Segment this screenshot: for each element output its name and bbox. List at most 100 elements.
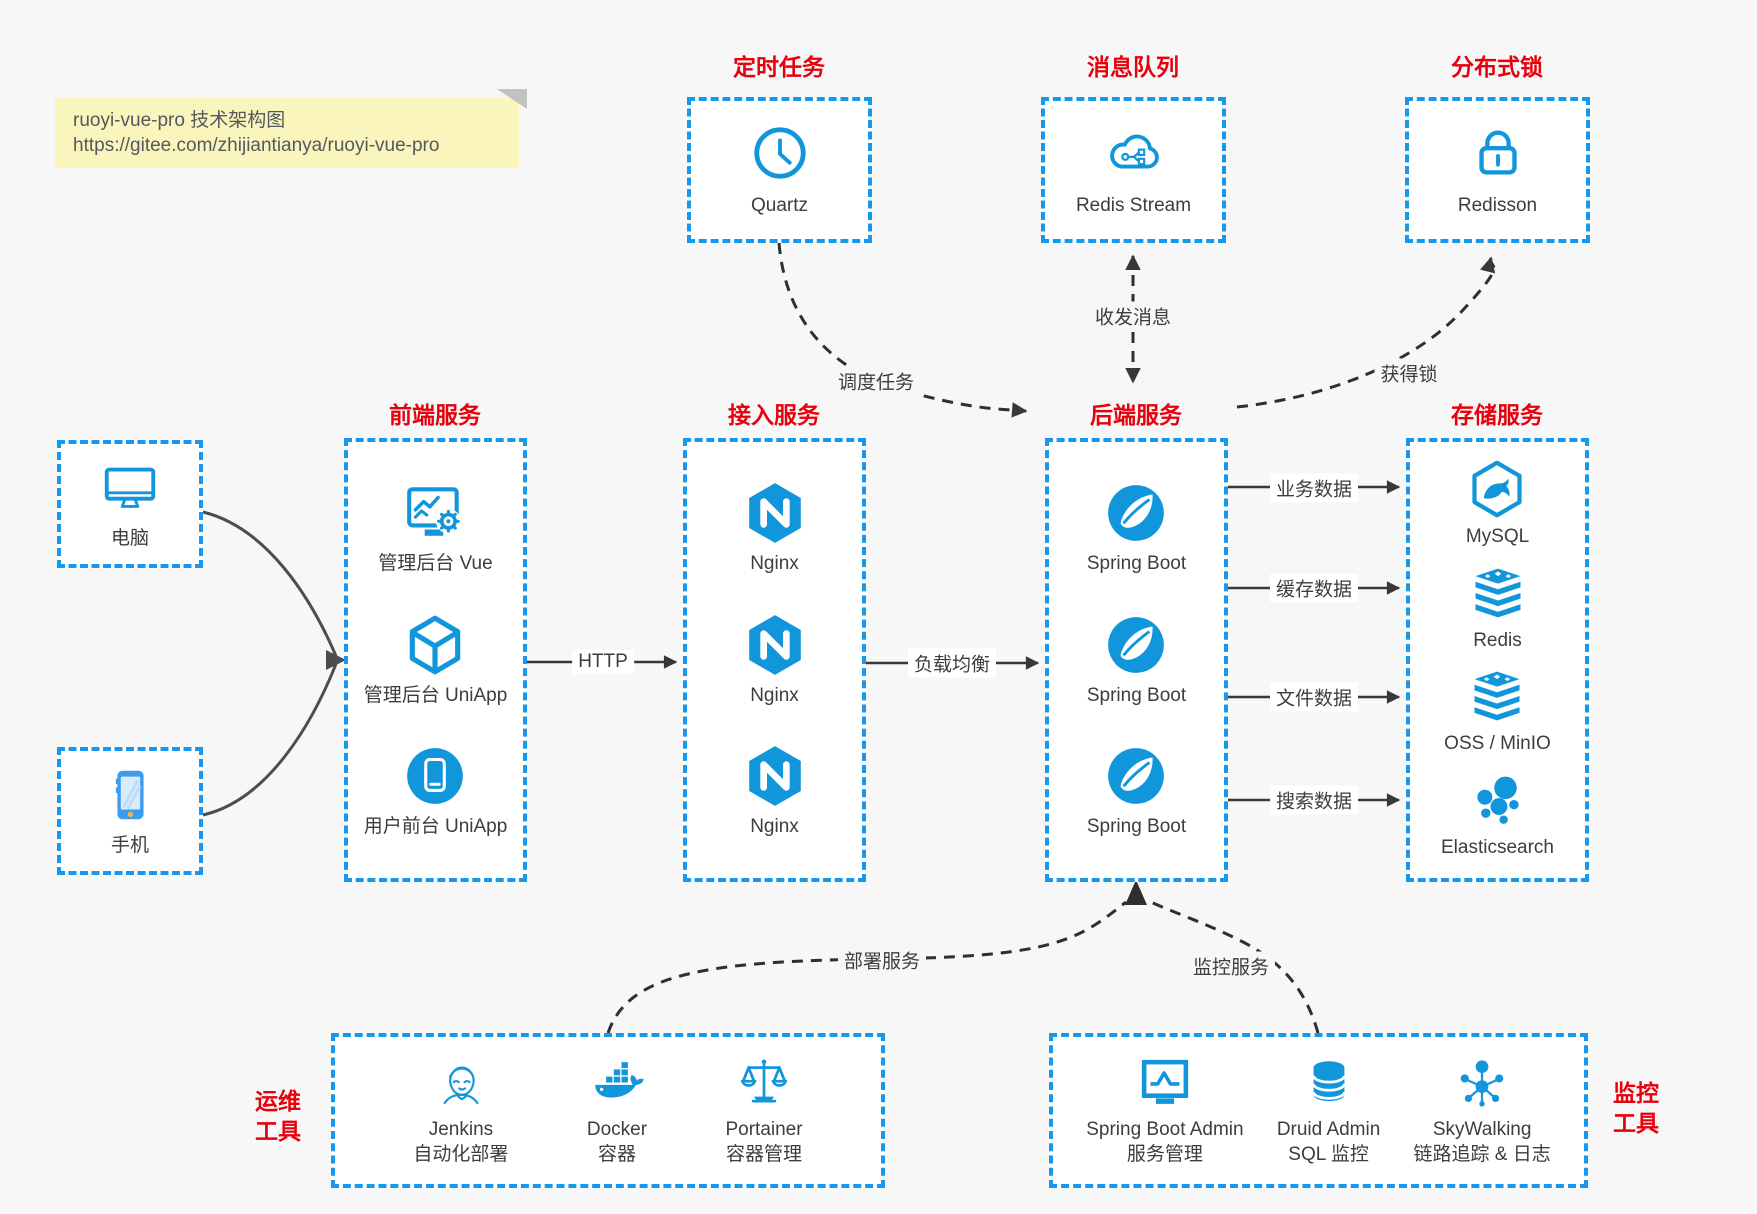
node-nginx-1: Nginx [742, 480, 808, 577]
skywalking-name: SkyWalking [1432, 1118, 1532, 1140]
node-elasticsearch: Elasticsearch [1441, 770, 1554, 861]
elasticsearch-label: Elasticsearch [1441, 837, 1554, 859]
edge-deploy [606, 900, 1127, 1034]
nginx-label-3: Nginx [750, 815, 799, 837]
node-user-uniapp: 用户前台 UniApp [363, 743, 508, 840]
edge-label-monitor: 监控服务 [1186, 951, 1276, 981]
jenkins-desc: 自动化部署 [413, 1143, 509, 1165]
group-title-scheduled-tasks: 定时任务 [733, 54, 825, 80]
sba-monitor-icon [1136, 1054, 1194, 1112]
node-spring-boot-admin: Spring Boot Admin 服务管理 [1086, 1054, 1244, 1168]
note-fold [497, 89, 527, 109]
portainer-icon [735, 1054, 793, 1112]
access-column-box: Nginx Nginx Nginx [683, 438, 866, 882]
edge-label-load-balance: 负载均衡 [907, 648, 997, 678]
frontend-column-box: 管理后台 Vue 管理后台 UniApp 用户前台 UniApp [344, 438, 527, 882]
edge-label-lock: 获得锁 [1374, 358, 1444, 388]
group-title-message-queue: 消息队列 [1087, 54, 1179, 80]
node-skywalking: SkyWalking 链路追踪 & 日志 [1414, 1054, 1551, 1168]
node-admin-uniapp: 管理后台 UniApp [363, 612, 508, 709]
lock-icon [1467, 122, 1529, 184]
node-admin-vue: 管理后台 Vue [378, 480, 493, 577]
node-nginx-3: Nginx [742, 743, 808, 840]
frontend-arrowhead [326, 650, 346, 670]
node-springboot-1: Spring Boot [1087, 480, 1186, 577]
monitor-tools-title: 监控 工具 [1604, 1078, 1668, 1138]
jenkins-name: Jenkins [428, 1118, 494, 1140]
springboot-label-3: Spring Boot [1086, 815, 1187, 837]
desktop-icon [99, 457, 161, 519]
node-redis: Redis [1468, 563, 1528, 654]
phone-label: 手机 [110, 834, 149, 856]
docker-name: Docker [586, 1118, 648, 1140]
elasticsearch-icon [1468, 770, 1528, 830]
node-druid-admin: Druid Admin SQL 监控 [1277, 1054, 1380, 1168]
group-title-storage: 存储服务 [1451, 402, 1543, 428]
springboot-label-2: Spring Boot [1086, 684, 1187, 706]
pc-label: 电脑 [110, 527, 149, 549]
edge-label-business-data: 业务数据 [1269, 473, 1359, 503]
note-line-1: ruoyi-vue-pro 技术架构图 [73, 110, 286, 131]
ops-tools-title-line1: 运维 [255, 1088, 301, 1114]
group-title-access: 接入服务 [728, 402, 820, 428]
nginx-icon [742, 480, 808, 546]
storage-stack-icon [1467, 666, 1527, 726]
quartz-label: Quartz [750, 194, 809, 216]
edge-monitor [1146, 898, 1320, 1034]
redis-stack-icon [1468, 563, 1528, 623]
spring-boot-icon [1103, 743, 1169, 809]
group-title-distributed-lock: 分布式锁 [1451, 54, 1543, 80]
portainer-desc: 容器管理 [726, 1143, 803, 1165]
docker-icon [588, 1054, 646, 1112]
edge-schedule [777, 242, 1028, 418]
skywalking-desc: 链路追踪 & 日志 [1413, 1143, 1551, 1165]
redis-stream-label: Redis Stream [1075, 194, 1192, 216]
user-app-icon [402, 743, 468, 809]
node-mysql: MySQL [1466, 459, 1529, 550]
node-portainer: Portainer 容器管理 [725, 1054, 803, 1168]
monitor-tools-title-line2: 工具 [1613, 1110, 1659, 1136]
monitor-tools-box: Spring Boot Admin 服务管理 Druid Admin SQL 监… [1049, 1033, 1588, 1188]
monitor-tools-title-line1: 监控 [1613, 1080, 1659, 1106]
node-springboot-3: Spring Boot [1087, 743, 1186, 840]
ops-tools-title: 运维 工具 [236, 1086, 320, 1146]
ops-tools-title-line2: 工具 [255, 1118, 301, 1144]
backend-column-box: Spring Boot Spring Boot Spring Boot [1045, 438, 1228, 882]
user-uniapp-label: 用户前台 UniApp [363, 815, 508, 837]
phone-client-box: 手机 [57, 747, 203, 875]
smartphone-icon [99, 764, 161, 826]
sticky-note: ruoyi-vue-pro 技术架构图 https://gitee.com/zh… [55, 89, 527, 168]
edge-label-schedule: 调度任务 [831, 366, 921, 396]
spring-boot-icon [1103, 612, 1169, 678]
redis-label: Redis [1473, 629, 1522, 651]
spring-boot-icon [1103, 480, 1169, 546]
edge-lock [1236, 256, 1496, 409]
mysql-icon [1467, 459, 1527, 519]
edge-label-file-data: 文件数据 [1269, 682, 1359, 712]
sba-desc: 服务管理 [1126, 1143, 1203, 1165]
admin-uniapp-label: 管理后台 UniApp [363, 684, 508, 706]
edge-label-search-data: 搜索数据 [1269, 785, 1359, 815]
portainer-name: Portainer [725, 1118, 803, 1140]
pc-client-box: 电脑 [57, 440, 203, 568]
redisson-label: Redisson [1457, 194, 1538, 216]
clock-icon [749, 122, 811, 184]
edge-label-deploy: 部署服务 [837, 945, 927, 975]
redis-stream-box: Redis Stream [1041, 97, 1226, 243]
nginx-label-1: Nginx [750, 553, 799, 575]
node-oss-minio: OSS / MinIO [1444, 666, 1551, 757]
edge-label-http: HTTP [572, 650, 634, 674]
admin-vue-icon [402, 480, 468, 546]
quartz-box: Quartz [687, 97, 872, 243]
admin-vue-label: 管理后台 Vue [378, 553, 493, 575]
mysql-label: MySQL [1465, 525, 1530, 547]
sba-name: Spring Boot Admin [1086, 1118, 1244, 1140]
edge-label-message: 收发消息 [1088, 301, 1178, 331]
nginx-icon [742, 743, 808, 809]
cube-icon [402, 612, 468, 678]
edge-phone-to-frontend [202, 663, 338, 817]
group-title-frontend: 前端服务 [389, 402, 481, 428]
node-docker: Docker 容器 [587, 1054, 647, 1168]
springboot-label-1: Spring Boot [1086, 553, 1187, 575]
